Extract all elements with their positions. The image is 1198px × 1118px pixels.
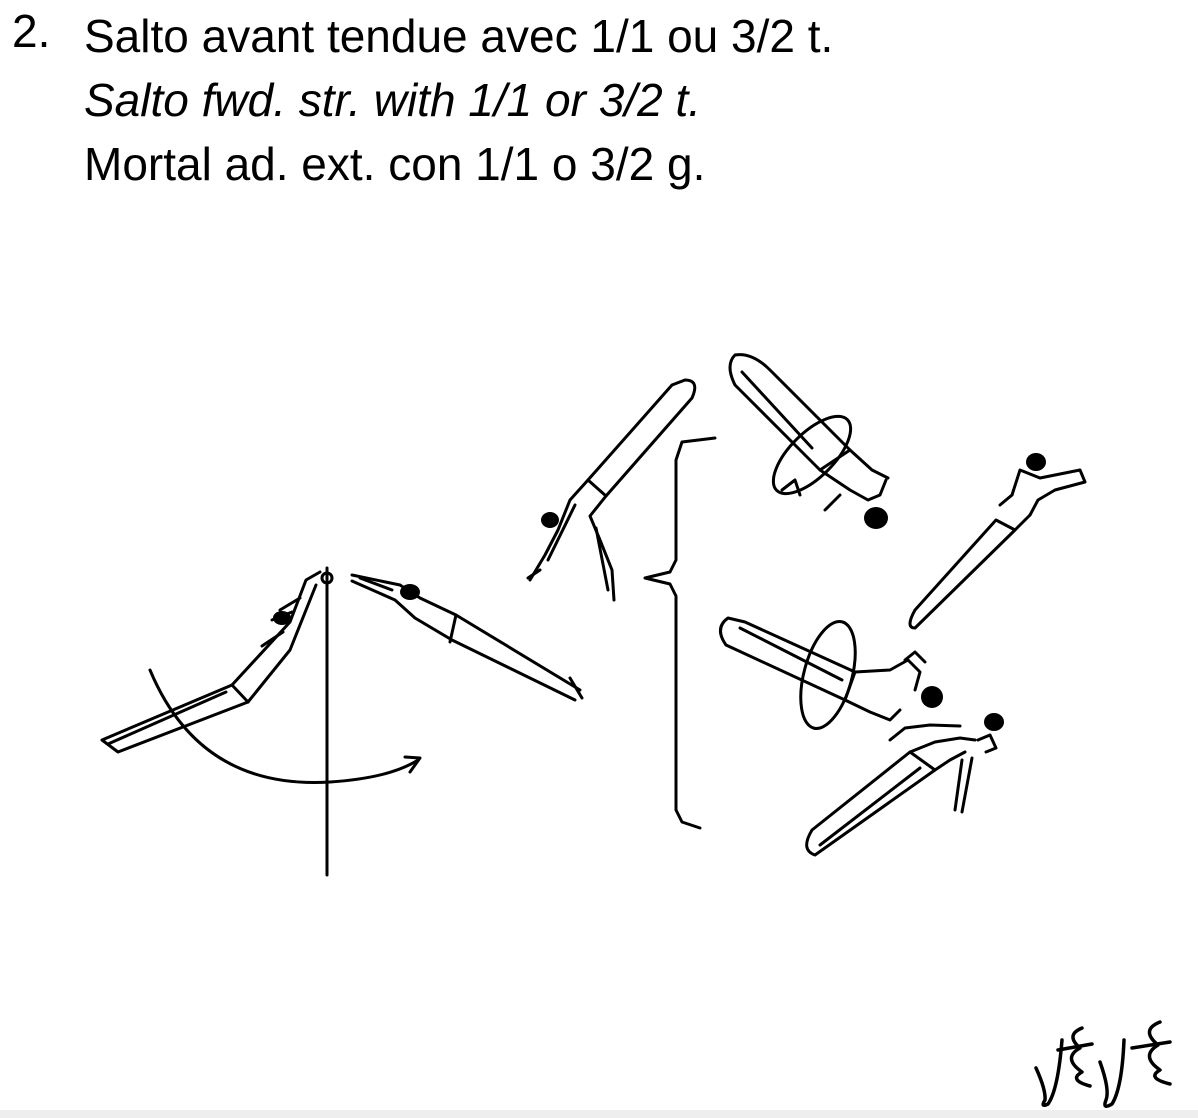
- gymnast-figure-descent: [910, 470, 1085, 628]
- alternatives-brace: [645, 438, 715, 828]
- gymnast-head-icon: [541, 512, 559, 528]
- gymnast-figure-twist-top: [730, 355, 888, 510]
- gymnast-figure-inverted: [528, 380, 695, 600]
- bottom-edge-strip: [0, 1110, 1198, 1118]
- gymnast-head-icon: [984, 713, 1004, 731]
- gymnast-head-icon: [273, 611, 291, 625]
- gymnast-figure-flight: [352, 575, 582, 700]
- rotation-arc: [150, 670, 418, 783]
- gymnast-figure-landing: [807, 725, 996, 855]
- gymnast-head-icon: [921, 686, 943, 708]
- gymnast-head-icon: [864, 507, 888, 529]
- gymnast-head-icon: [1026, 453, 1046, 471]
- signature-icon: [1036, 1022, 1170, 1106]
- gymnast-figure-twist-lower: [720, 616, 925, 735]
- gymnast-head-icon: [400, 584, 420, 600]
- gymnast-figure-takeoff: [102, 572, 320, 752]
